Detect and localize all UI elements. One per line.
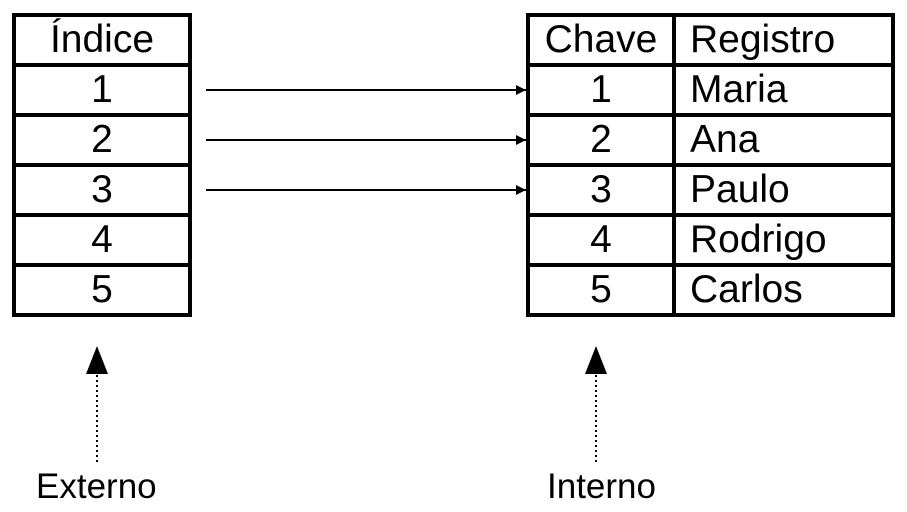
index-cell: 2	[12, 113, 192, 167]
index-row: 3	[12, 163, 192, 217]
record-cell: Carlos	[672, 263, 895, 317]
external-pointer-arrowhead	[86, 346, 108, 374]
record-header-cell: Registro	[672, 13, 895, 67]
index-cell: 4	[12, 213, 192, 267]
record-cell: Rodrigo	[672, 213, 895, 267]
record-cell: Ana	[672, 113, 895, 167]
internal-pointer-arrowhead	[585, 346, 607, 374]
external-caption: Externo	[36, 467, 157, 506]
key-cell: 5	[526, 263, 676, 317]
index-cell: 1	[12, 63, 192, 117]
index-header-cell: Índice	[12, 13, 192, 67]
key-cell: 1	[526, 63, 676, 117]
record-cell: Paulo	[672, 163, 895, 217]
record-cell: Maria	[672, 63, 895, 117]
index-row: 4	[12, 213, 192, 267]
index-row: 1	[12, 63, 192, 117]
key-cell: 4	[526, 213, 676, 267]
caption-pointer-arrows	[86, 346, 607, 462]
key-header-cell: Chave	[526, 13, 676, 67]
records-header-row: Chave Registro	[526, 13, 895, 67]
key-cell: 3	[526, 163, 676, 217]
index-row: 5	[12, 263, 192, 317]
index-cell: 3	[12, 163, 192, 217]
key-cell: 2	[526, 113, 676, 167]
index-header-row: Índice	[12, 13, 192, 67]
index-cell: 5	[12, 263, 192, 317]
row-pointer-arrows	[206, 85, 526, 195]
index-row: 2	[12, 113, 192, 167]
internal-caption: Interno	[547, 467, 656, 506]
